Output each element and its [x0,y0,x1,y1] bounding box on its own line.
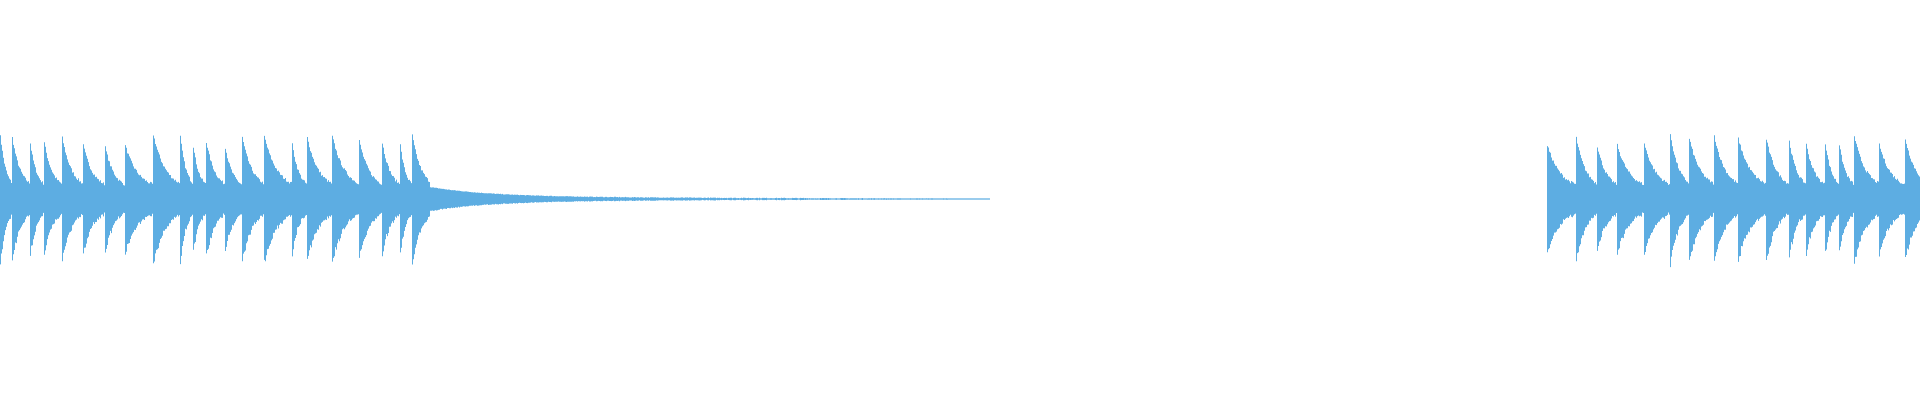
waveform-bars [0,134,1920,268]
waveform-shape [0,134,1920,268]
